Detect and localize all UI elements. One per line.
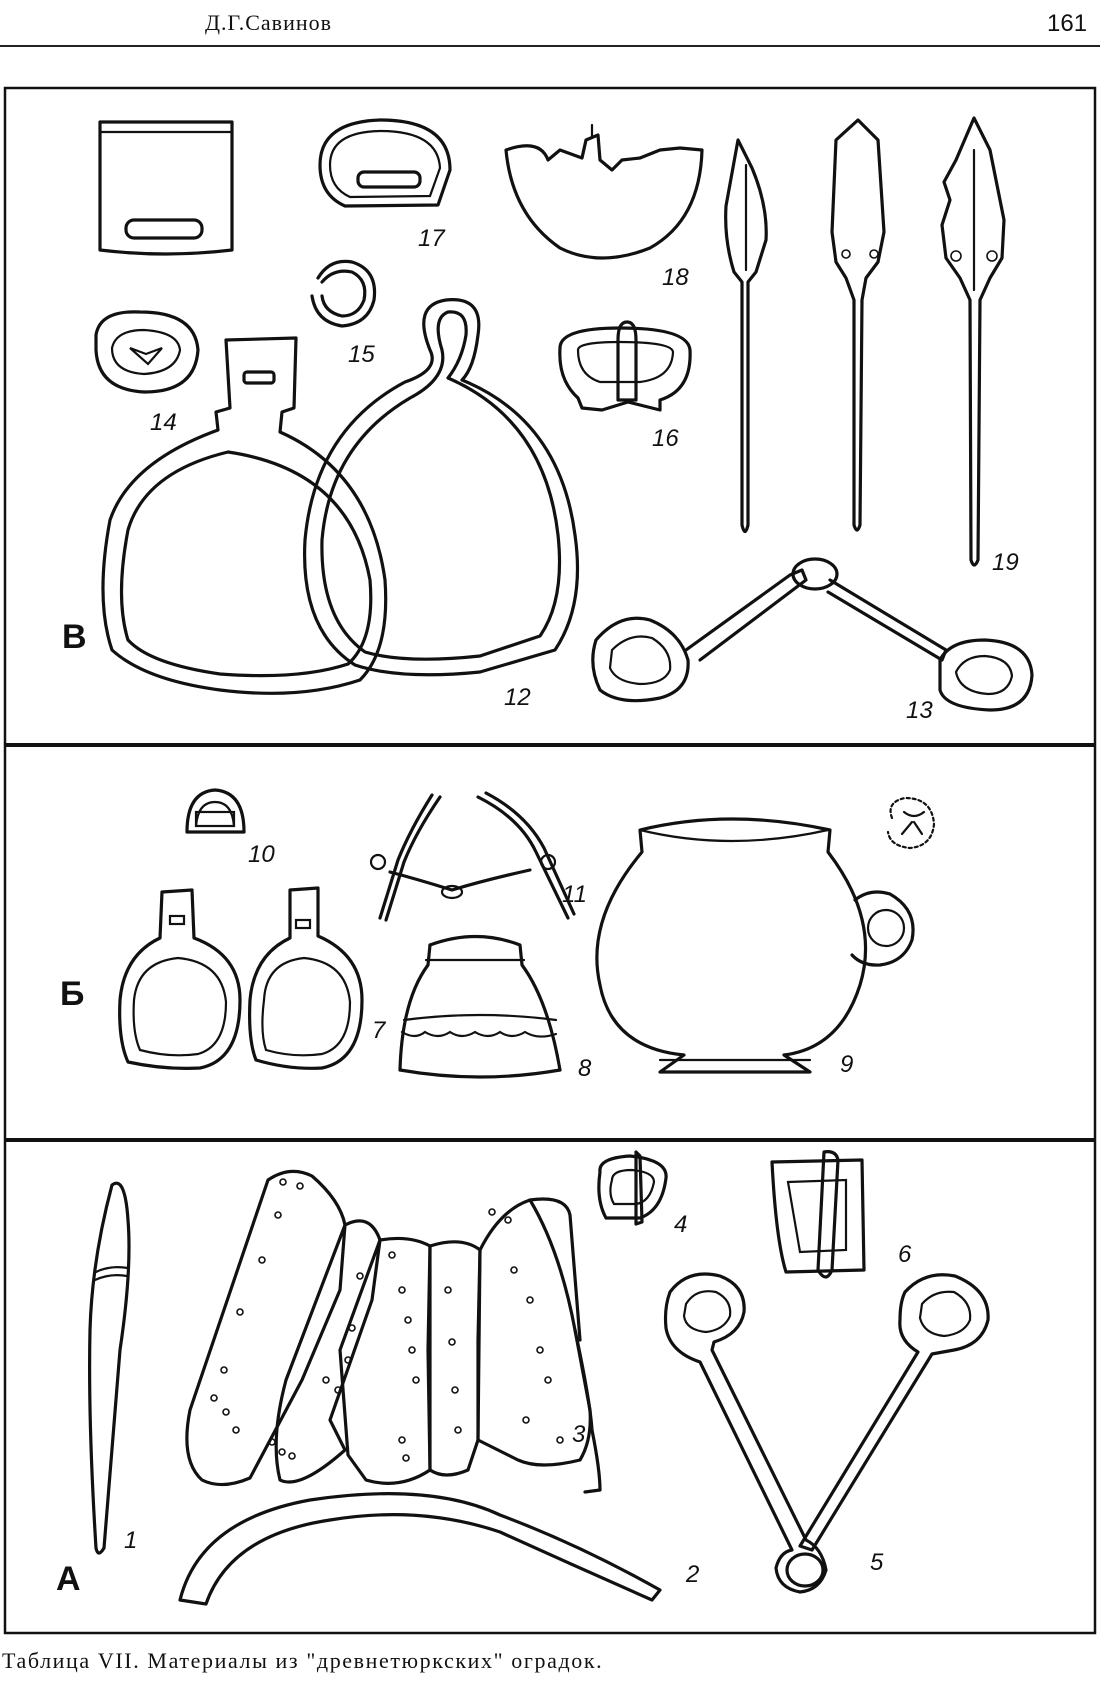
label-6: 6 (898, 1241, 912, 1268)
artifact-10 (185, 788, 246, 834)
label-14: 14 (150, 409, 177, 436)
label-12: 12 (504, 684, 531, 711)
section-letter-b: Б (60, 975, 84, 1013)
artifact-1-knife (88, 1181, 131, 1555)
label-17: 17 (418, 225, 446, 252)
label-10: 10 (248, 841, 275, 868)
label-7: 7 (372, 1017, 387, 1044)
artifact-19-arrows (724, 116, 1006, 567)
artifact-13-bit (591, 557, 1034, 712)
label-18: 18 (662, 264, 689, 291)
artifact-plaque-square (98, 120, 234, 256)
label-9: 9 (840, 1051, 853, 1078)
artifact-2 (178, 1492, 662, 1606)
label-19: 19 (992, 549, 1019, 576)
artifact-3-lamellae (185, 1169, 602, 1494)
artifact-16 (558, 320, 692, 412)
artifact-7-stirrups (118, 886, 364, 1070)
plate-frame (3, 86, 1097, 1635)
artifact-18 (504, 123, 704, 260)
artifact-11 (369, 791, 576, 922)
section-letter-a: А (56, 1560, 81, 1598)
page-number: 161 (1047, 10, 1088, 37)
artifact-stirrup-neck (101, 336, 388, 695)
label-1: 1 (124, 1527, 137, 1554)
artifact-12-stirrup (302, 298, 580, 677)
plate-caption: Таблица VII. Материалы из "древнетюркски… (2, 1648, 604, 1673)
label-5: 5 (870, 1549, 884, 1576)
header-rule (0, 45, 1100, 47)
artifact-14 (94, 310, 200, 394)
label-13: 13 (906, 697, 933, 724)
artifact-5-bit (663, 1272, 990, 1594)
artifact-8-vessel (398, 934, 562, 1079)
label-3: 3 (572, 1421, 586, 1448)
label-8: 8 (578, 1055, 592, 1082)
section-letter-v: В (62, 618, 87, 656)
artifact-4 (597, 1150, 668, 1226)
label-4: 4 (674, 1211, 687, 1238)
label-2: 2 (685, 1561, 699, 1588)
artifact-6 (770, 1150, 866, 1279)
label-11: 11 (562, 881, 587, 908)
running-header-author: Д.Г.Савинов (205, 10, 333, 35)
label-16: 16 (652, 425, 679, 452)
artifact-9-jug (595, 796, 936, 1074)
plate-figure: 12 13 14 15 16 17 18 19 В (3, 86, 1097, 1635)
label-15: 15 (348, 341, 375, 368)
artifact-15 (310, 259, 377, 328)
artifact-17 (318, 118, 452, 208)
